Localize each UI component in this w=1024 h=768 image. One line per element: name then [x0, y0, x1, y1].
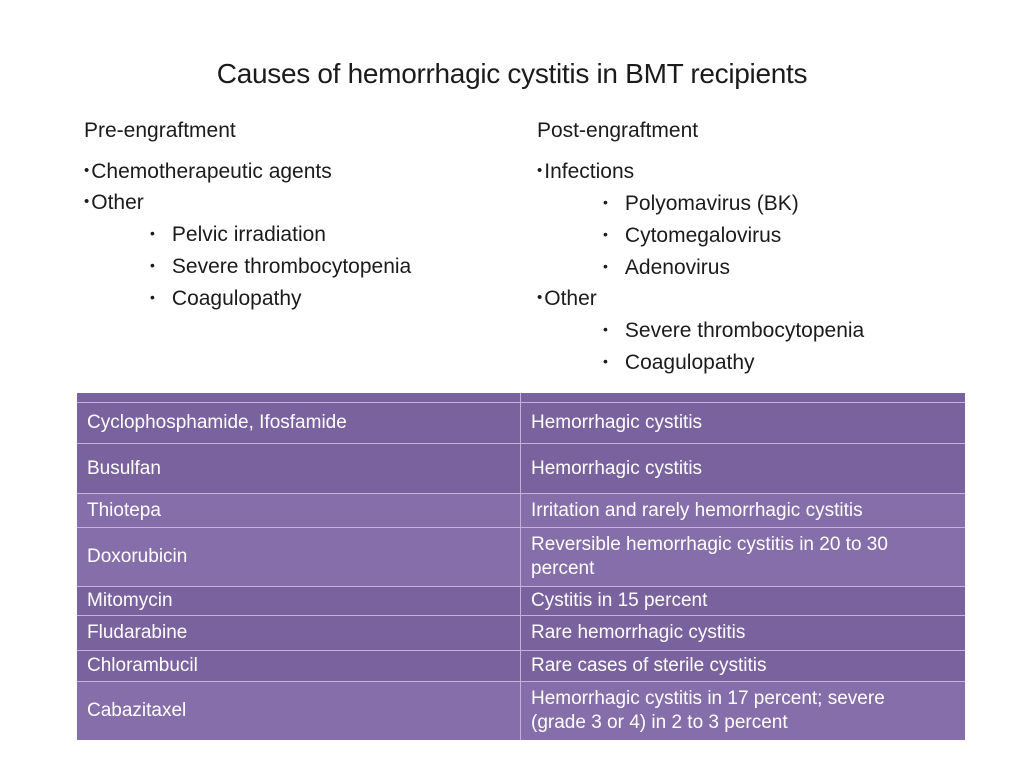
list-item-label: Other: [91, 191, 144, 214]
list-item: • Coagulopathy: [84, 282, 536, 314]
list-item: •Infections: [537, 156, 989, 187]
bullet-icon: •: [603, 321, 608, 337]
table-row: Doxorubicin Reversible hemorrhagic cysti…: [77, 527, 965, 586]
table-cell-drug: Chlorambucil: [87, 655, 198, 676]
table-row: Cyclophosphamide, Ifosfamide Hemorrhagic…: [77, 402, 965, 443]
table-row: Chlorambucil Rare cases of sterile cysti…: [77, 650, 965, 681]
bullet-icon: •: [84, 162, 90, 179]
bullet-icon: •: [603, 258, 608, 274]
table-cell-effect: Rare hemorrhagic cystitis: [520, 616, 965, 650]
table-cell-effect: Hemorrhagic cystitis in 17 percent; seve…: [520, 682, 965, 740]
table-row: Busulfan Hemorrhagic cystitis: [77, 443, 965, 493]
table-cell-effect: Irritation and rarely hemorrhagic cystit…: [520, 494, 965, 527]
bullet-icon: •: [603, 353, 608, 369]
pre-engraftment-column: Pre-engraftment •Chemotherapeutic agents…: [84, 116, 536, 314]
drug-effects-table: Cyclophosphamide, Ifosfamide Hemorrhagic…: [77, 393, 965, 740]
list-item-label: Chemotherapeutic agents: [91, 160, 332, 183]
bullet-icon: •: [537, 289, 543, 306]
column-header-pre-engraftment: Pre-engraftment: [84, 119, 236, 142]
list-item-label: Polyomavirus (BK): [624, 192, 799, 215]
list-item-label: Cytomegalovirus: [624, 224, 782, 247]
list-item: •Chemotherapeutic agents: [84, 156, 536, 187]
table-row: Thiotepa Irritation and rarely hemorrhag…: [77, 493, 965, 527]
table-cell-drug: Cabazitaxel: [87, 700, 187, 721]
list-item: •Other: [537, 283, 989, 314]
bullet-icon: •: [150, 225, 155, 241]
list-item-label: Other: [544, 287, 597, 310]
bullet-icon: •: [84, 193, 90, 210]
list-item-label: Severe thrombocytopenia: [624, 319, 865, 342]
list-item: • Severe thrombocytopenia: [537, 314, 989, 346]
bullet-icon: •: [537, 162, 543, 179]
list-item: •Other: [84, 187, 536, 218]
list-item: • Severe thrombocytopenia: [84, 250, 536, 282]
list-item: • Cytomegalovirus: [537, 219, 989, 251]
list-item-label: Coagulopathy: [624, 351, 755, 374]
bullet-icon: •: [603, 226, 608, 242]
table-cell-effect: Rare cases of sterile cystitis: [520, 651, 965, 681]
table-cell-effect: Hemorrhagic cystitis: [520, 403, 965, 443]
slide-title: Causes of hemorrhagic cystitis in BMT re…: [216, 58, 808, 89]
list-item-label: Infections: [544, 160, 635, 183]
table-cell-drug: Doxorubicin: [87, 546, 188, 567]
bullet-icon: •: [603, 194, 608, 210]
table-row: Fludarabine Rare hemorrhagic cystitis: [77, 615, 965, 650]
column-header-post-engraftment: Post-engraftment: [537, 119, 699, 142]
table-cell-drug: Cyclophosphamide, Ifosfamide: [87, 412, 347, 433]
bullet-icon: •: [150, 257, 155, 273]
list-item-label: Severe thrombocytopenia: [171, 255, 412, 278]
list-item-label: Adenovirus: [624, 256, 730, 279]
table-row: Cabazitaxel Hemorrhagic cystitis in 17 p…: [77, 681, 965, 740]
table-cell-drug: Mitomycin: [87, 590, 173, 611]
list-item: • Polyomavirus (BK): [537, 187, 989, 219]
table-cell-drug: Busulfan: [87, 457, 161, 479]
bullet-icon: •: [150, 289, 155, 305]
table-cell-drug: Thiotepa: [87, 499, 161, 521]
table-cell-effect: Cystitis in 15 percent: [520, 587, 965, 615]
list-item-label: Coagulopathy: [171, 287, 302, 310]
list-item-label: Pelvic irradiation: [171, 223, 326, 246]
table-row: Mitomycin Cystitis in 15 percent: [77, 586, 965, 615]
list-item: • Coagulopathy: [537, 346, 989, 378]
table-cell-drug: Fludarabine: [87, 622, 188, 643]
table-header-strip: [77, 393, 965, 402]
list-item: • Adenovirus: [537, 251, 989, 283]
list-item: • Pelvic irradiation: [84, 218, 536, 250]
post-engraftment-column: Post-engraftment •Infections •Polyomavir…: [537, 116, 989, 378]
table-cell-effect: Hemorrhagic cystitis: [520, 444, 965, 493]
table-header-cell: [77, 393, 520, 402]
table-cell-effect: Reversible hemorrhagic cystitis in 20 to…: [520, 528, 965, 586]
table-header-cell: [520, 393, 965, 402]
